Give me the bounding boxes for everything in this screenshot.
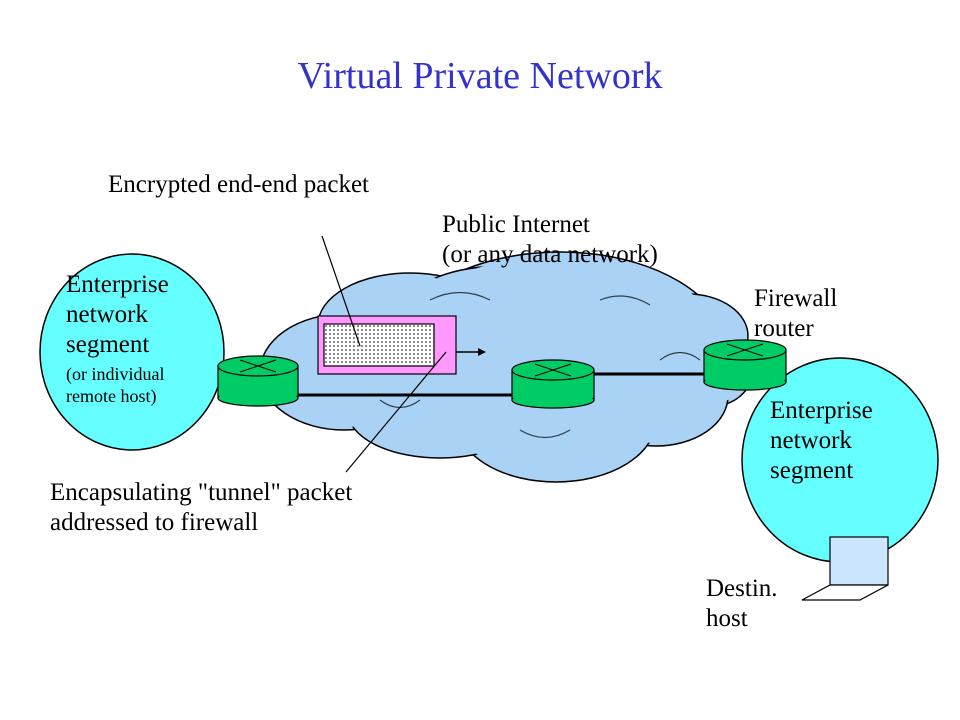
tunnel-packet-label-line1: Encapsulating "tunnel" packet bbox=[50, 479, 353, 506]
destination-host-icon bbox=[801, 536, 889, 601]
enterprise-left-note-line1: (or individual bbox=[66, 364, 165, 384]
enterprise-left-label-line1: Enterprise bbox=[66, 271, 169, 298]
encrypted-packet bbox=[323, 323, 435, 367]
firewall-label-line1: Firewall bbox=[754, 285, 838, 312]
firewall-label-line2: router bbox=[754, 315, 814, 342]
destination-host-label-line1: Destin. bbox=[706, 575, 778, 602]
enterprise-right-label-line2: network bbox=[770, 427, 852, 454]
packet-arrow bbox=[456, 348, 486, 356]
leader-encrypted bbox=[321, 235, 361, 347]
public-internet-label-line2: (or any data network) bbox=[442, 241, 658, 268]
enterprise-left-label-line3: segment bbox=[66, 331, 150, 358]
enterprise-left-note-line2: remote host) bbox=[66, 386, 157, 406]
public-internet-label-line1: Public Internet bbox=[442, 211, 590, 238]
router-icon-middle bbox=[511, 359, 595, 409]
tunnel-packet-label-line2: addressed to firewall bbox=[50, 509, 259, 536]
page-title: Virtual Private Network bbox=[297, 55, 663, 97]
tunnel-packet bbox=[317, 315, 457, 375]
leader-tunnel bbox=[345, 351, 447, 473]
enterprise-right-label-line1: Enterprise bbox=[770, 397, 873, 424]
router-icon-left bbox=[217, 355, 299, 407]
enterprise-left-label-line2: network bbox=[66, 301, 148, 328]
encrypted-packet-label: Encrypted end-end packet bbox=[108, 171, 369, 198]
destination-host-label-line2: host bbox=[706, 605, 748, 632]
enterprise-segment-left bbox=[39, 253, 225, 451]
firewall-router-icon bbox=[703, 339, 787, 391]
enterprise-right-label-line3: segment bbox=[770, 457, 854, 484]
